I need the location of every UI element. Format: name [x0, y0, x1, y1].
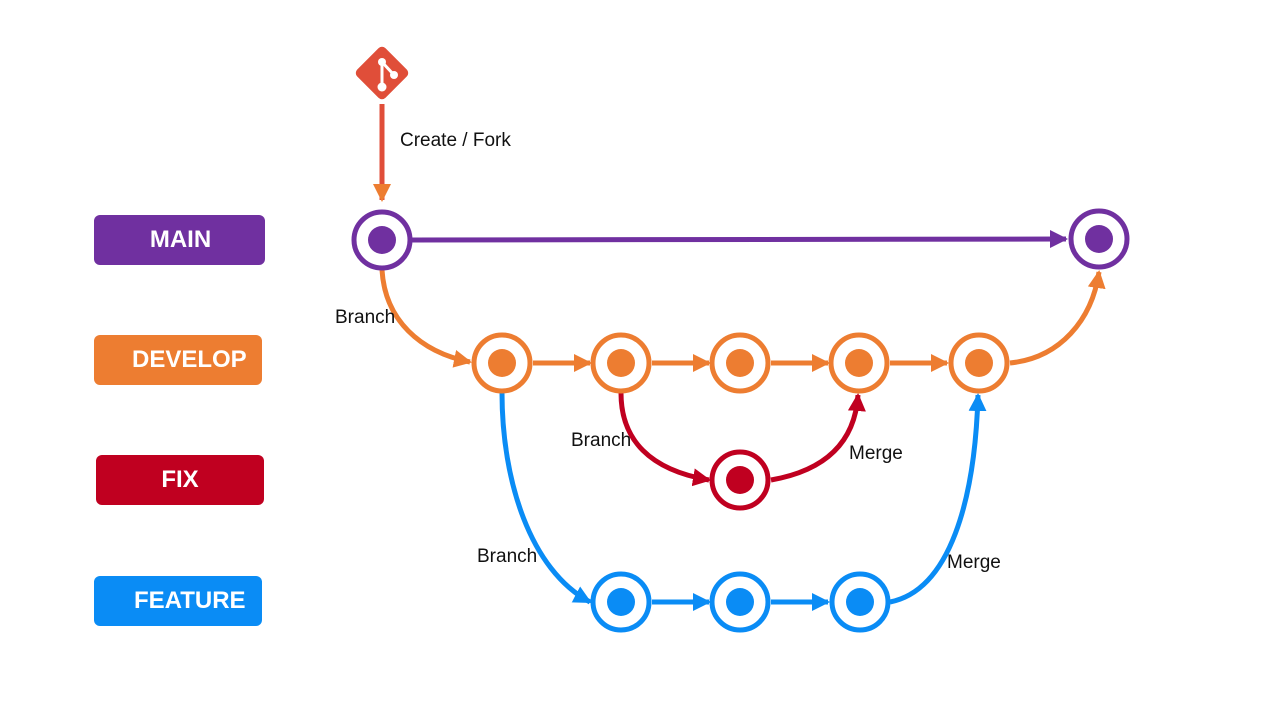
merge-fix-curve — [770, 393, 866, 483]
commit-node-develop-4 — [828, 332, 890, 394]
lane-label-develop: DEVELOP — [94, 335, 262, 385]
commit-node-fix — [709, 449, 771, 511]
lane-label-fix: FIX — [96, 455, 264, 505]
git-logo-icon — [355, 46, 409, 100]
lane-label-feature: FEATURE — [94, 576, 262, 626]
commit-node-main-end — [1068, 208, 1130, 270]
branch-fix-curve — [618, 392, 711, 487]
commit-node-develop-1 — [471, 332, 533, 394]
commit-node-develop-2 — [590, 332, 652, 394]
edge-label-branch-fix: Branch — [571, 430, 632, 451]
edge-label-merge-fix: Merge — [849, 443, 903, 464]
edge-label-merge-feature: Merge — [947, 552, 1001, 573]
branch-develop-curve — [379, 269, 472, 368]
commit-node-feature-3 — [829, 571, 891, 633]
lane-label-main: MAIN — [94, 215, 265, 265]
edge-label-branch-feature: Branch — [477, 546, 538, 567]
merge-feature-curve — [889, 393, 987, 605]
main-line-arrow — [411, 230, 1068, 249]
commit-node-feature-2 — [709, 571, 771, 633]
merge-main-curve — [1009, 270, 1106, 366]
edge-label-create-fork: Create / Fork — [400, 130, 511, 151]
branch-feature-curve — [499, 392, 592, 605]
commit-node-develop-3 — [709, 332, 771, 394]
commit-node-main-start — [351, 209, 413, 271]
commit-node-develop-5 — [948, 332, 1010, 394]
commit-node-feature-1 — [590, 571, 652, 633]
edge-label-branch-develop: Branch — [335, 307, 396, 328]
